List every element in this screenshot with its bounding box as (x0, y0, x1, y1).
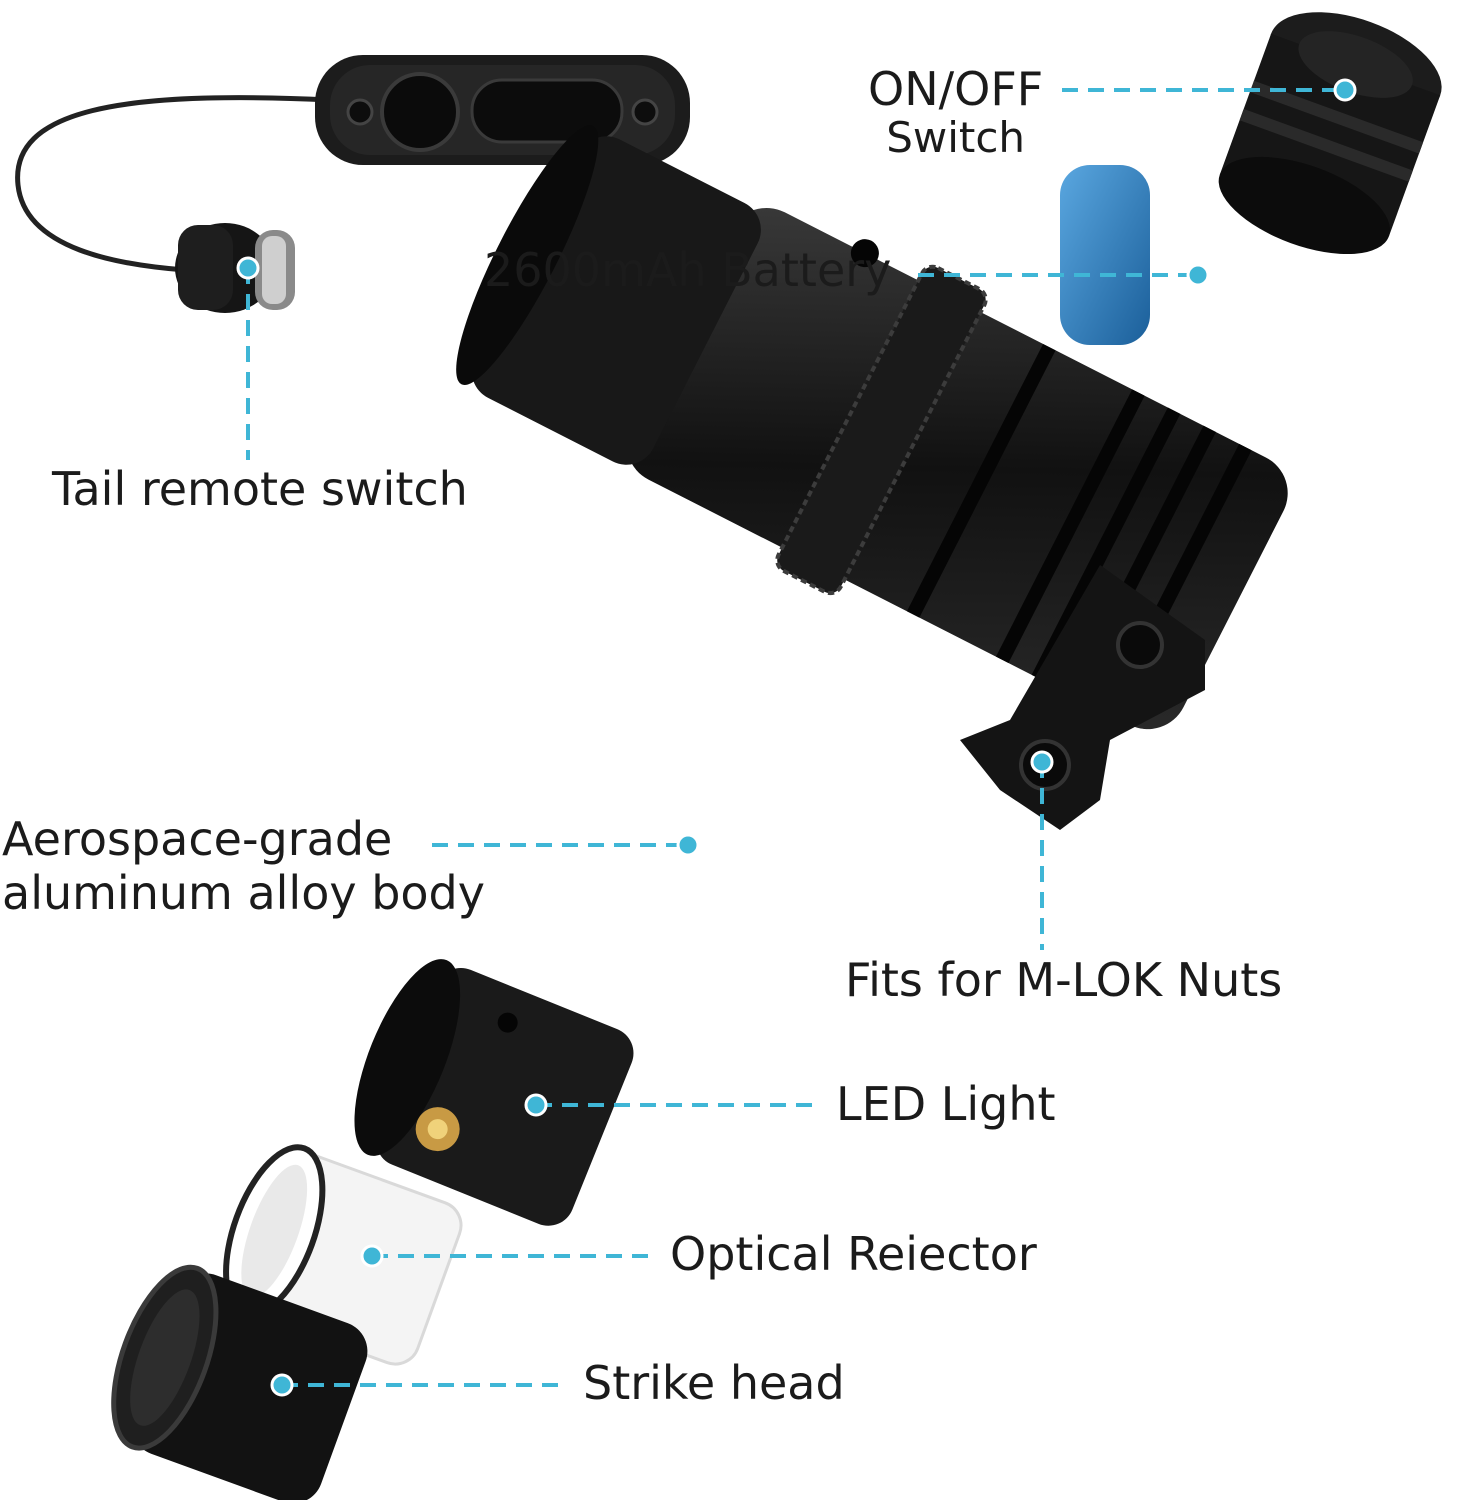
tail-remote-plug (175, 223, 295, 313)
dot-mlok (1030, 750, 1054, 774)
label-aero-line2: aluminum alloy body (2, 866, 485, 921)
mlok-bracket (960, 565, 1205, 830)
label-on-off: ON/OFF Switch (868, 64, 1043, 161)
dot-on-off (1333, 78, 1357, 102)
led-module (354, 959, 634, 1226)
label-led: LED Light (836, 1077, 1056, 1131)
label-tail-remote: Tail remote switch (52, 462, 468, 516)
dot-led (524, 1093, 548, 1117)
dot-aero (676, 833, 700, 857)
dot-battery (1186, 263, 1210, 287)
label-mlok: Fits for M-LOK Nuts (845, 953, 1283, 1007)
dot-tail-remote (236, 256, 260, 280)
label-battery: 2600mAh Battery (484, 243, 892, 297)
remote-cable (15, 95, 331, 273)
dot-reflector (360, 1244, 384, 1268)
label-reflector: Optical Reiector (670, 1227, 1037, 1281)
label-strike: Strike head (583, 1356, 845, 1410)
strike-head (111, 1264, 368, 1500)
label-aero-line1: Aerospace-grade (2, 812, 393, 866)
dot-strike (270, 1373, 294, 1397)
label-on-off-line2: Switch (886, 112, 1026, 162)
tailcap-switch (1218, 12, 1442, 255)
label-on-off-line1: ON/OFF (868, 62, 1044, 116)
leaders (236, 78, 1357, 1397)
label-aero: Aerospace-grade aluminum alloy body (2, 812, 485, 921)
